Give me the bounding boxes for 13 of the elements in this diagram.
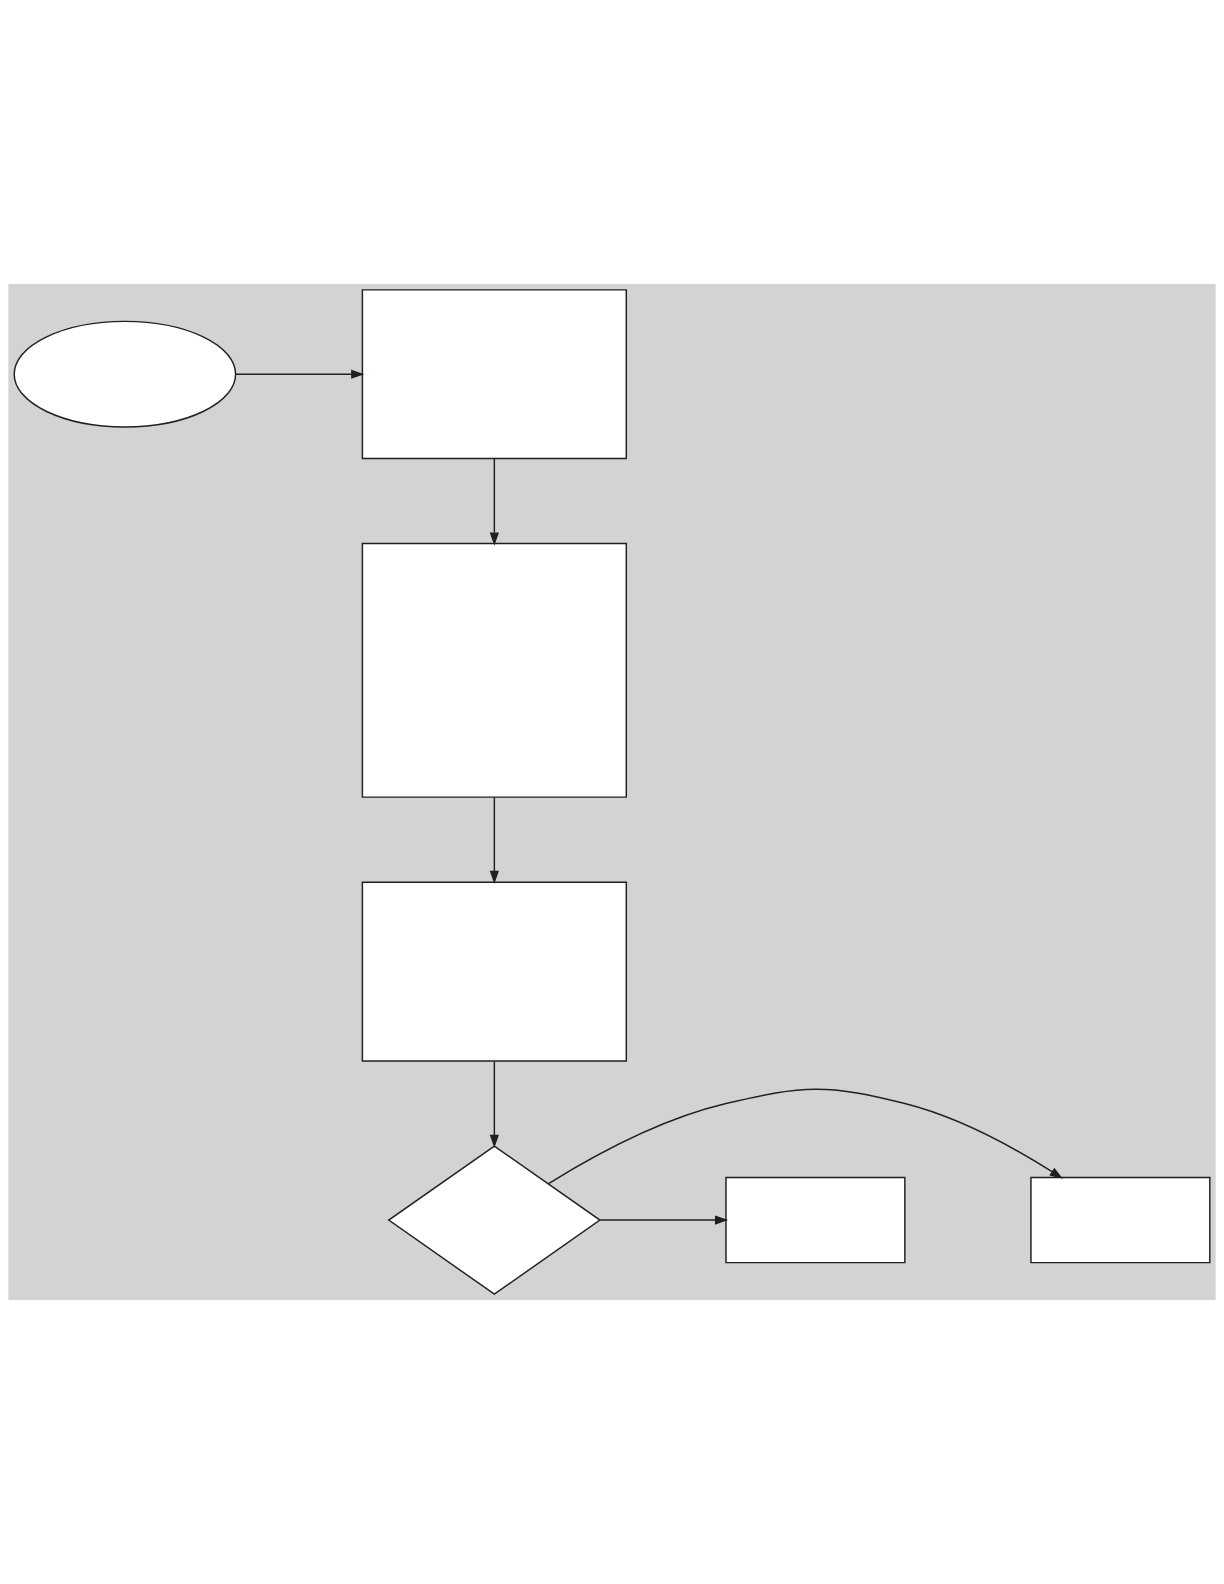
arrow (547, 1088, 1063, 1185)
node-box (361, 881, 628, 1062)
arrow (235, 369, 365, 379)
node-box (1030, 1176, 1211, 1264)
node-ellipse (13, 320, 237, 428)
arrow (489, 1061, 499, 1149)
node-box (725, 1176, 906, 1264)
arrow (599, 1215, 729, 1225)
node-box (361, 542, 628, 798)
arrow (489, 457, 499, 546)
arrow (489, 796, 499, 884)
node-box (361, 289, 628, 460)
node-diamond (387, 1145, 602, 1296)
